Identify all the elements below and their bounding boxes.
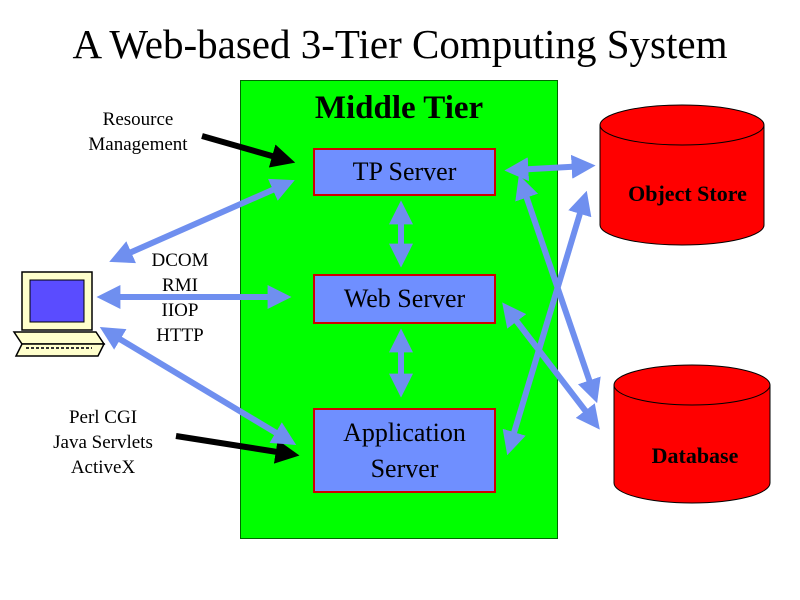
tp-server-object-store-arrow	[504, 154, 596, 182]
resource-management-arrow	[201, 133, 296, 168]
extension-activex: ActiveX	[70, 457, 136, 478]
client-application-server-arrow	[99, 327, 297, 445]
middle-tier-label: Middle Tier	[314, 90, 484, 126]
client-tp-server-arrow	[109, 178, 295, 264]
server-extensions-arrow	[175, 433, 300, 464]
application-server-label-line1: Application	[343, 417, 466, 447]
database-cylinder	[613, 364, 771, 504]
web-server-label: Web Server	[343, 284, 466, 313]
object-store-label: Object Store	[628, 181, 747, 206]
diagram-title: A Web-based 3-Tier Computing System	[72, 21, 728, 67]
tp-server-label: TP Server	[352, 157, 457, 186]
object-store-cylinder	[599, 104, 765, 246]
resource-management-label: Resource Management	[68, 107, 208, 157]
application-server-object-store-arrow	[502, 190, 592, 456]
database-label: Database	[651, 443, 739, 468]
desktop-computer-icon	[12, 271, 106, 357]
web-server-box: Web Server	[313, 274, 496, 324]
tp-server-box: TP Server	[313, 148, 496, 196]
resource-management-line1: Resource	[102, 109, 174, 130]
resource-management-line2: Management	[88, 134, 188, 155]
application-server-label-line2: Server	[370, 453, 439, 483]
application-server-box: Application Server	[313, 408, 496, 493]
